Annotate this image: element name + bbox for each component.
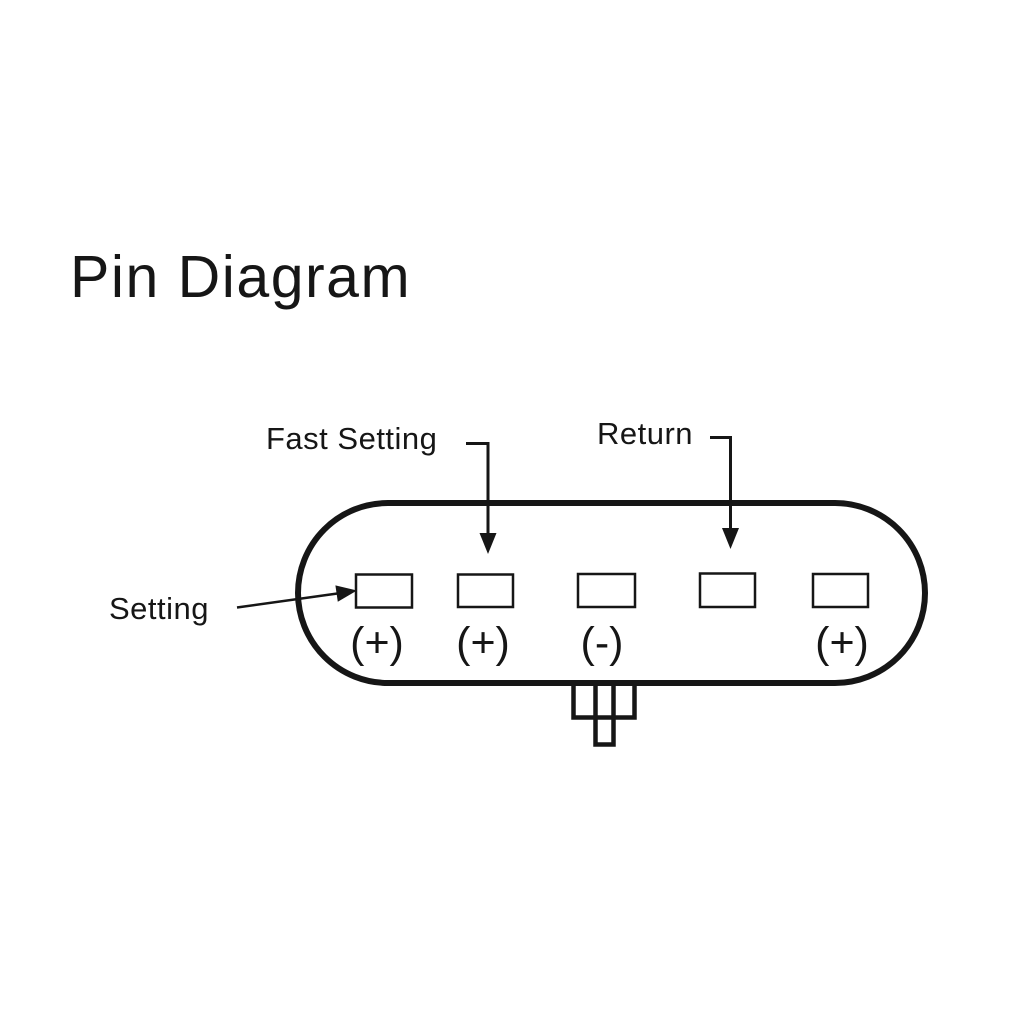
label-fast-setting: Fast Setting xyxy=(266,421,438,456)
mounting-tab-wide xyxy=(571,683,637,720)
pin-3-polarity: (-) xyxy=(580,619,624,667)
setting-leader-line xyxy=(236,591,342,609)
pin-3 xyxy=(576,572,637,609)
pin-2 xyxy=(456,573,515,609)
label-return: Return xyxy=(597,416,694,451)
arrow-down-icon xyxy=(722,528,739,549)
arrow-down-icon xyxy=(479,533,497,554)
pin-2-polarity: (+) xyxy=(456,619,510,667)
pin-5 xyxy=(811,572,870,609)
mounting-tab-stem xyxy=(593,683,616,747)
pin-5-polarity: (+) xyxy=(815,619,869,667)
page-title: Pin Diagram xyxy=(70,244,412,310)
return-leader-line xyxy=(710,436,732,529)
pin-4 xyxy=(698,572,757,609)
fast-setting-leader-line xyxy=(466,442,490,534)
label-setting: Setting xyxy=(109,591,210,626)
arrow-right-icon xyxy=(335,585,357,602)
pin-1-polarity: (+) xyxy=(350,619,404,667)
pin-1 xyxy=(354,573,414,609)
